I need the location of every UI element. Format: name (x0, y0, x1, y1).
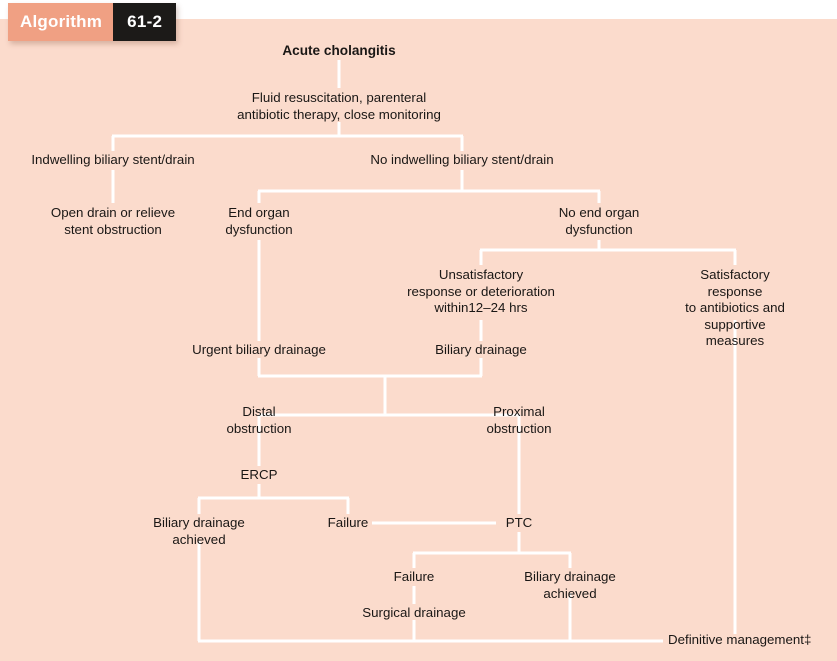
node-failure-ercp: Failure (327, 515, 369, 530)
algorithm-badge: Algorithm 61-2 (8, 3, 177, 41)
node-open-drain: Open drain or relieve stent obstruction (50, 205, 176, 237)
algorithm-label: Algorithm (8, 3, 114, 41)
node-fluid-resuscitation: Fluid resuscitation, parenteral antibiot… (237, 90, 441, 122)
node-surgical-drainage: Surgical drainage (362, 605, 466, 620)
node-no-end-organ-dysfunction: No end organ dysfunction (558, 205, 640, 237)
node-biliary-drainage-achieved-left: Biliary drainage achieved (153, 515, 245, 547)
node-failure-ptc: Failure (393, 569, 435, 584)
node-distal-obstruction: Distal obstruction (226, 404, 292, 436)
node-end-organ-dysfunction: End organ dysfunction (225, 205, 293, 237)
node-satisfactory-response: Satisfactory response to antibiotics and… (685, 267, 785, 348)
node-ptc: PTC (505, 515, 533, 530)
node-urgent-biliary-drainage: Urgent biliary drainage (192, 342, 326, 357)
node-ercp: ERCP (240, 467, 278, 482)
node-no-indwelling-stent: No indwelling biliary stent/drain (370, 152, 554, 167)
node-biliary-drainage-achieved-right: Biliary drainage achieved (524, 569, 616, 601)
node-indwelling-stent: Indwelling biliary stent/drain (31, 152, 195, 167)
node-acute-cholangitis: Acute cholangitis (282, 43, 396, 58)
node-proximal-obstruction: Proximal obstruction (486, 404, 552, 436)
node-definitive-management: Definitive management‡ (668, 632, 812, 647)
algorithm-number: 61-2 (113, 3, 177, 41)
node-biliary-drainage: Biliary drainage (435, 342, 527, 357)
node-unsatisfactory-response: Unsatisfactory response or deterioration… (407, 267, 555, 315)
